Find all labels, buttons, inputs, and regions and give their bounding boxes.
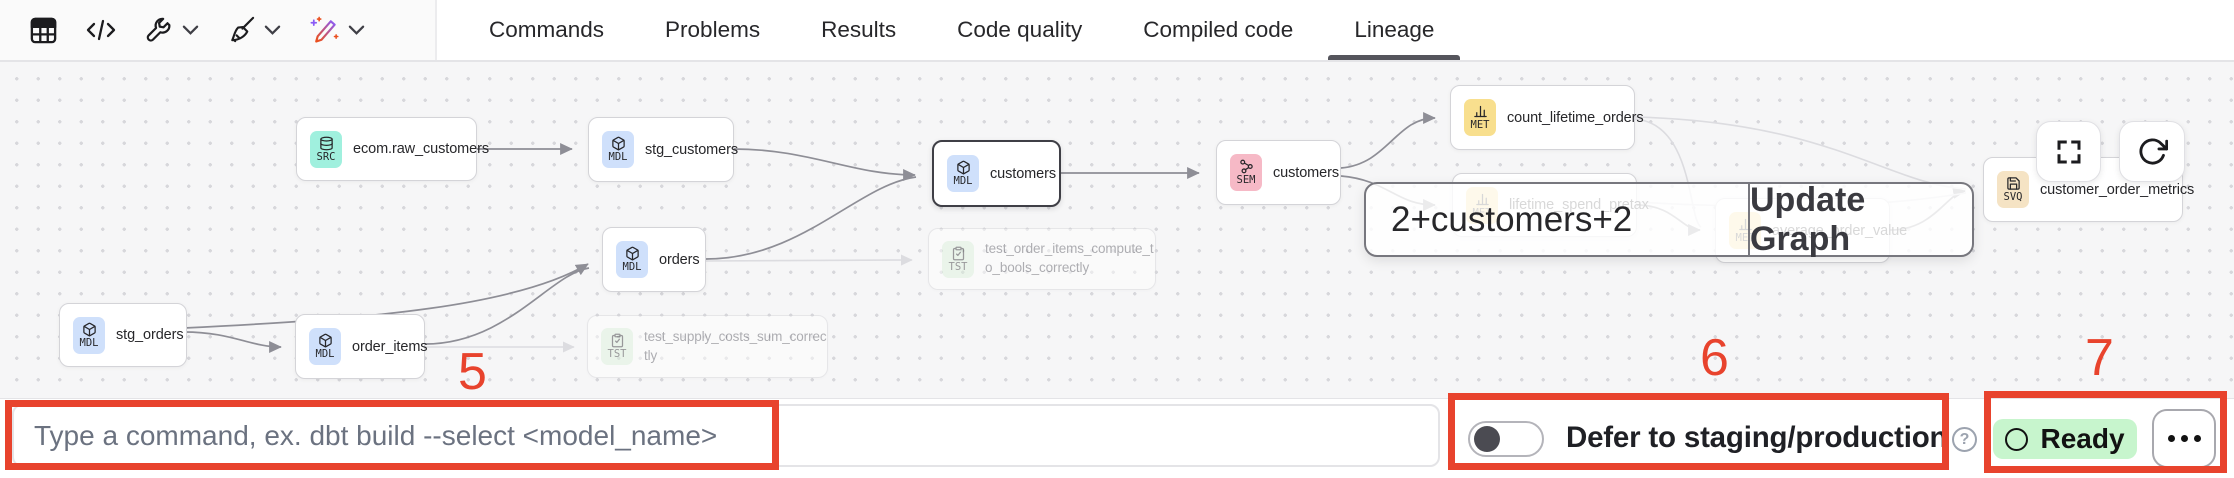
refresh-button[interactable] <box>2119 121 2185 182</box>
editor-toolbar <box>0 0 437 60</box>
database-icon: SRC <box>310 130 342 168</box>
ai-assist-tool[interactable] <box>307 14 365 47</box>
graph-node-order-items[interactable]: MDL order_items <box>295 314 428 379</box>
toggle-knob <box>1474 426 1500 452</box>
code-icon[interactable] <box>85 16 117 44</box>
status-circle-icon <box>2005 427 2029 451</box>
cube-icon: MDL <box>309 328 341 365</box>
command-bar: Defer to staging/production ? Ready <box>0 398 2234 478</box>
tab-commands[interactable]: Commands <box>489 17 605 42</box>
node-label: customers <box>1273 164 1339 181</box>
test-icon: TST <box>942 240 974 278</box>
graph-node-stg-customers[interactable]: MDL stg_customers <box>588 117 738 182</box>
selector-input[interactable]: 2+customers+2 <box>1366 184 1750 255</box>
lineage-selector-overlay: 2+customers+2 Update Graph <box>1364 180 1974 258</box>
node-label: count_lifetime_orders <box>1507 109 1644 126</box>
node-label: stg_orders <box>116 327 184 343</box>
graph-node-customers[interactable]: SEM customers <box>1216 140 1341 205</box>
node-label: test_supply_costs_sum_correctly <box>644 328 827 363</box>
refresh-icon <box>2138 138 2168 165</box>
graph-node-stg-orders[interactable]: MDL stg_orders <box>59 303 187 367</box>
ai-pen-icon <box>307 14 340 47</box>
fullscreen-button[interactable] <box>2036 121 2101 182</box>
tab-problems[interactable]: Problems <box>665 17 761 42</box>
ellipsis-icon <box>2167 435 2175 442</box>
status-label: Ready <box>2040 423 2125 454</box>
graph-node-count-lifetime-orders[interactable]: MET count_lifetime_orders <box>1450 85 1644 150</box>
node-label: ecom.raw_customers <box>353 141 489 157</box>
more-menu-button[interactable] <box>2152 409 2216 468</box>
tab-compiled-code[interactable]: Compiled code <box>1143 17 1294 42</box>
chevron-down-icon <box>182 25 199 35</box>
node-label: customer_order_metrics <box>2040 181 2195 198</box>
metric-icon: MET <box>1464 99 1496 136</box>
semantic-icon: SEM <box>1230 154 1262 191</box>
cube-icon: MDL <box>947 155 979 192</box>
wrench-icon <box>143 15 174 46</box>
graph-node-orders[interactable]: MDL orders <box>602 227 706 292</box>
command-input[interactable] <box>12 404 1440 467</box>
defer-toggle[interactable] <box>1468 421 1544 457</box>
node-label: order_items <box>352 338 428 355</box>
defer-label: Defer to staging/production <box>1566 421 1948 454</box>
tab-code-quality[interactable]: Code quality <box>957 17 1083 42</box>
ready-status-button[interactable]: Ready <box>1993 419 2137 459</box>
graph-node-test-supply-costs-sum-correctly[interactable]: TST test_supply_costs_sum_correctly <box>587 315 828 378</box>
tab-lineage[interactable]: Lineage <box>1328 0 1461 60</box>
update-graph-button[interactable]: Update Graph <box>1750 180 1866 258</box>
format-tool[interactable] <box>143 15 199 46</box>
graph-node-ecom-raw-customers[interactable]: SRC ecom.raw_customers <box>296 117 489 181</box>
test-icon: TST <box>601 328 633 365</box>
fullscreen-icon <box>2057 140 2080 163</box>
chevron-down-icon <box>264 25 281 35</box>
clean-tool[interactable] <box>225 15 281 46</box>
node-label: test_order_items_compute_to_bools_correc… <box>985 241 1154 275</box>
table-view-icon[interactable] <box>28 15 59 46</box>
help-icon[interactable]: ? <box>1952 427 1977 452</box>
cube-icon: MDL <box>602 131 634 168</box>
chevron-down-icon <box>348 25 365 35</box>
save-icon: SVQ <box>1997 171 2029 208</box>
node-label: customers <box>990 165 1056 182</box>
top-bar: Commands Problems Results Code quality Compi… <box>0 0 2234 62</box>
tab-results[interactable]: Results <box>821 17 897 42</box>
graph-node-customers[interactable]: MDL customers <box>932 140 1061 207</box>
broom-icon <box>225 15 256 46</box>
node-label: orders <box>659 251 700 268</box>
cube-icon: MDL <box>73 316 105 354</box>
panel-tabs: Commands Problems Results Code quality Compi… <box>437 0 2234 60</box>
cube-icon: MDL <box>616 241 648 278</box>
graph-node-test-order-items-compute-to-bools-correctly[interactable]: TST test_order_items_compute_to_bools_cor… <box>928 228 1156 290</box>
node-label: stg_customers <box>645 141 738 158</box>
